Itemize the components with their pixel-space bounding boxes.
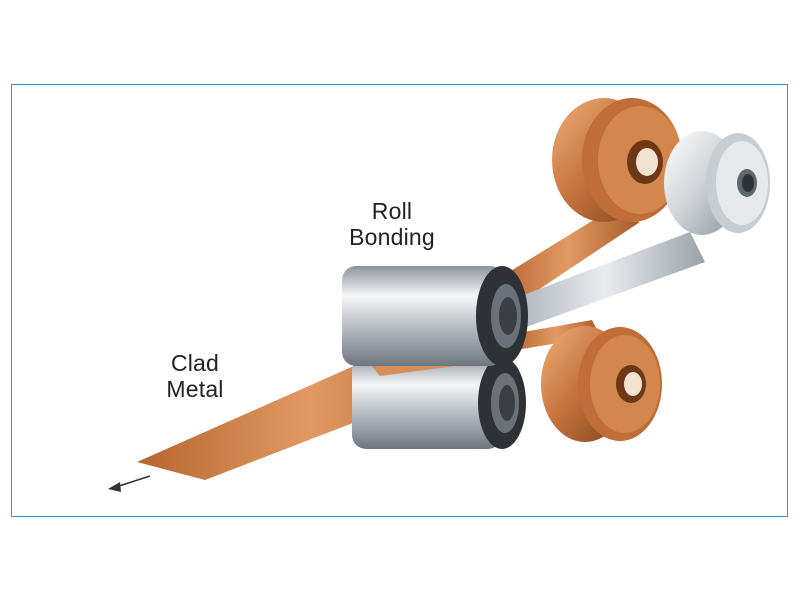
steel-coil (664, 131, 770, 235)
roll-bonding-line-1: Roll (371, 198, 413, 224)
clad-metal-line-2: Metal (166, 376, 224, 402)
roll-bonding-line-2: Bonding (349, 224, 435, 250)
upper-bonding-roll (342, 266, 528, 366)
roll-bonding-label: Roll Bonding (330, 198, 454, 250)
upper-copper-strip (496, 216, 640, 302)
clad-metal-label: Clad Metal (150, 350, 240, 402)
arrow-left-icon (108, 475, 151, 492)
bottom-copper-coil (541, 326, 662, 442)
lower-bonding-roll (352, 357, 526, 449)
top-copper-coil (552, 98, 682, 222)
clad-metal-line-1: Clad (170, 350, 220, 376)
steel-strip (505, 232, 705, 330)
